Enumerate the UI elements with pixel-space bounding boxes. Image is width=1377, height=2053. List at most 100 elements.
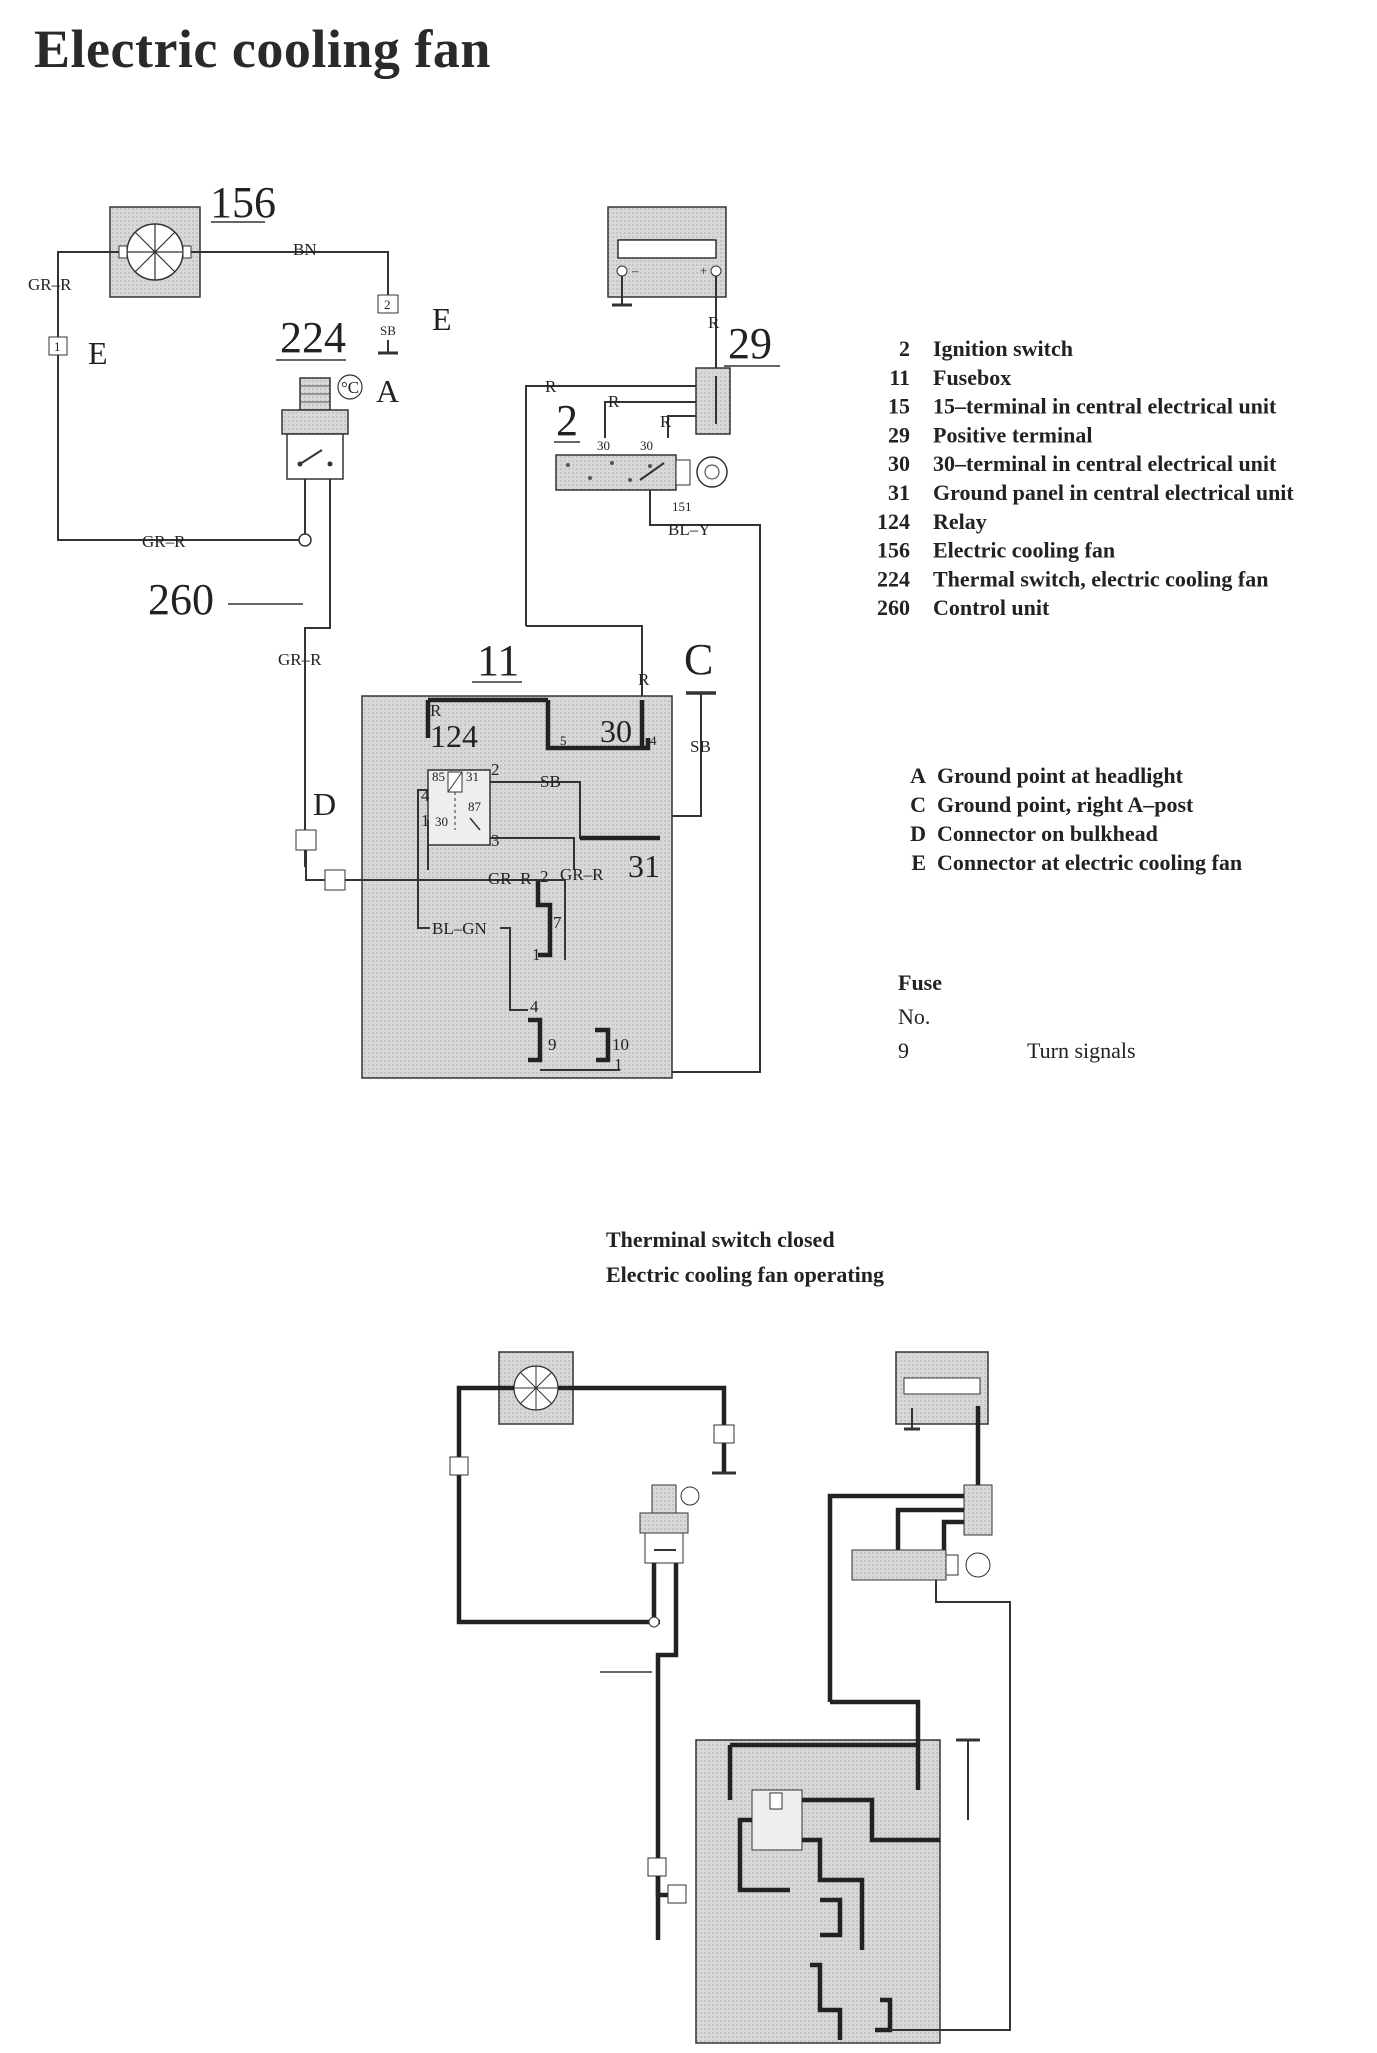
caption-line2: Electric cooling fan operating xyxy=(606,1262,884,1287)
legend-number: 260 xyxy=(877,595,910,620)
label-11: 11 xyxy=(477,636,519,685)
label-30: 30 xyxy=(600,713,632,749)
svg-text:SB: SB xyxy=(690,737,711,756)
point-letter: A xyxy=(910,763,926,788)
point-label: Ground point at headlight xyxy=(937,763,1184,788)
label-156: 156 xyxy=(210,178,276,227)
svg-text:1: 1 xyxy=(614,1055,623,1074)
svg-text:4: 4 xyxy=(650,733,657,748)
legend-label: Electric cooling fan xyxy=(933,538,1115,563)
connector-e-fan xyxy=(377,294,399,314)
svg-text:3: 3 xyxy=(491,831,500,850)
legend-number: 2 xyxy=(899,336,910,361)
svg-text:No.: No. xyxy=(898,1004,930,1029)
legend-label: Ignition switch xyxy=(933,336,1073,361)
svg-text:4: 4 xyxy=(421,786,430,805)
legend-number: 15 xyxy=(888,394,910,419)
point-letter: D xyxy=(910,821,926,846)
svg-text:2: 2 xyxy=(384,297,391,312)
svg-text:30: 30 xyxy=(435,814,448,829)
svg-text:R: R xyxy=(545,377,557,396)
point-label: Ground point, right A–post xyxy=(937,792,1194,817)
caption-line1: Therminal switch closed xyxy=(606,1227,835,1252)
label-124: 124 xyxy=(430,718,478,754)
svg-text:C: C xyxy=(684,635,713,684)
fusebox-11 xyxy=(361,695,673,1079)
point-letter: C xyxy=(910,792,926,817)
label-31: 31 xyxy=(628,848,660,884)
svg-text:E: E xyxy=(88,335,108,371)
legend-number: 124 xyxy=(877,509,910,534)
svg-text:BL–Y: BL–Y xyxy=(668,520,711,539)
svg-text:1: 1 xyxy=(421,811,430,830)
svg-text:BN: BN xyxy=(293,240,317,259)
point-label: Connector on bulkhead xyxy=(937,821,1158,846)
svg-text:2: 2 xyxy=(540,867,549,886)
svg-text:SB: SB xyxy=(540,772,561,791)
point-label: Connector at electric cooling fan xyxy=(937,850,1242,875)
svg-text:2: 2 xyxy=(491,760,500,779)
label-260: 260 xyxy=(148,575,214,624)
svg-text:Fuse: Fuse xyxy=(898,970,942,995)
legend-number: 30 xyxy=(888,451,910,476)
svg-text:R: R xyxy=(660,412,672,431)
point-letter: E xyxy=(911,850,926,875)
legend-label: 30–terminal in central electrical unit xyxy=(933,451,1277,476)
ignition-switch-2 xyxy=(555,454,728,491)
lower-diagram xyxy=(449,1351,1011,2044)
svg-text:1: 1 xyxy=(54,339,61,354)
svg-text:5: 5 xyxy=(560,733,567,748)
cooling-fan-156 xyxy=(109,206,265,298)
svg-text:85: 85 xyxy=(432,769,445,784)
svg-text:GR–R: GR–R xyxy=(278,650,322,669)
legend-number: 156 xyxy=(877,538,910,563)
fuse-table: Fuse No. 9 Turn signals xyxy=(898,970,1136,1063)
svg-text:R: R xyxy=(608,392,620,411)
svg-text:7: 7 xyxy=(553,913,562,932)
legend-label: Thermal switch, electric cooling fan xyxy=(933,566,1268,591)
svg-text:1: 1 xyxy=(532,945,541,964)
svg-text:R: R xyxy=(638,670,650,689)
thermal-switch-224 xyxy=(281,377,349,480)
svg-text:Turn signals: Turn signals xyxy=(1027,1038,1136,1063)
svg-text:GR–R: GR–R xyxy=(28,275,72,294)
svg-text:+: + xyxy=(700,263,707,278)
svg-text:–: – xyxy=(631,263,639,278)
svg-text:A: A xyxy=(376,373,399,409)
svg-text:GR–R: GR–R xyxy=(560,865,604,884)
svg-text:R: R xyxy=(430,701,442,720)
legend-number: 11 xyxy=(889,365,910,390)
svg-text:9: 9 xyxy=(548,1035,557,1054)
legend-label: 15–terminal in central electrical unit xyxy=(933,394,1277,419)
svg-text:30: 30 xyxy=(640,438,653,453)
svg-text:87: 87 xyxy=(468,799,482,814)
upper-diagram: 156 BN 2 SB E GR–R 1 E GR–R 224 xyxy=(28,178,780,1079)
svg-text:SB: SB xyxy=(380,323,396,338)
svg-text:D: D xyxy=(313,786,336,822)
legend-label: Positive terminal xyxy=(933,422,1092,447)
legend-number: 224 xyxy=(877,566,910,591)
svg-text:BL–GN: BL–GN xyxy=(432,919,487,938)
label-29: 29 xyxy=(728,319,772,368)
connector-e-harness xyxy=(48,336,68,356)
svg-text:9: 9 xyxy=(898,1038,909,1063)
label-224: 224 xyxy=(280,313,346,362)
svg-text:°C: °C xyxy=(341,378,359,397)
positive-terminal-29 xyxy=(695,367,731,435)
svg-text:4: 4 xyxy=(530,997,539,1016)
legend-number: 29 xyxy=(888,422,910,447)
svg-text:30: 30 xyxy=(597,438,610,453)
svg-text:GR–R: GR–R xyxy=(488,869,532,888)
page-title: Electric cooling fan xyxy=(34,19,491,79)
legend-number: 31 xyxy=(888,480,910,505)
svg-text:GR–R: GR–R xyxy=(142,532,186,551)
svg-text:10: 10 xyxy=(612,1035,629,1054)
legend-label: Relay xyxy=(933,509,987,534)
relay-124 xyxy=(427,769,491,846)
connector-d-bulkhead xyxy=(295,829,317,851)
label-2: 2 xyxy=(556,396,578,445)
battery xyxy=(607,206,727,298)
